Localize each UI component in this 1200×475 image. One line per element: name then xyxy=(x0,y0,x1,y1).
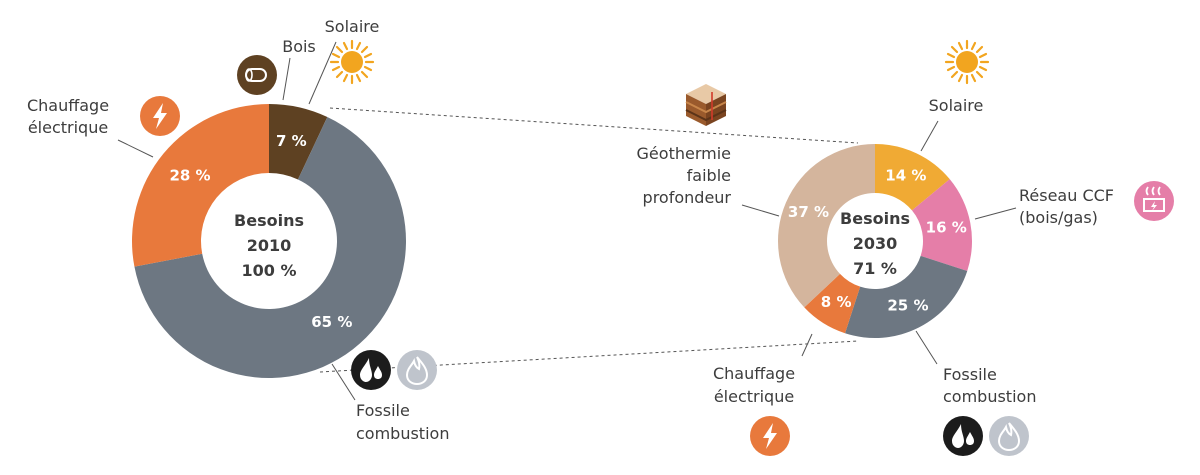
segment-chauffage-electrique xyxy=(132,104,269,267)
center-label-line-2: 2030 xyxy=(853,234,898,253)
donut-chart-2030: 14 % 16 % 25 % 8 % 37 % Besoins 2030 71 % xyxy=(778,144,973,338)
callouts-2030: Solaire Réseau CCF (bois/gas) Géothermie… xyxy=(637,39,1174,457)
label-fossile-2010-line-1: Fossile xyxy=(356,401,410,420)
district-heating-icon xyxy=(1134,181,1174,221)
segment-bois xyxy=(269,104,328,180)
gas-flame-icon xyxy=(988,415,1030,457)
center-label-line-2: 2010 xyxy=(247,236,292,255)
gas-flame-icon xyxy=(396,349,438,391)
label-solaire-2030: Solaire xyxy=(929,96,984,115)
value-label-chauffage-electrique: 28 % xyxy=(169,167,210,185)
donut-segments-2010 xyxy=(132,104,407,378)
label-fossile-2030-line-2: combustion xyxy=(943,387,1036,406)
label-chauffage-2030-line-1: Chauffage xyxy=(713,364,795,383)
value-label-solaire: 14 % xyxy=(885,166,926,184)
percent-labels-2030: 14 % 16 % 25 % 8 % 37 % xyxy=(788,166,967,314)
sun-icon xyxy=(944,39,990,85)
center-label-line-3: 71 % xyxy=(853,259,897,278)
oil-drop-icon xyxy=(351,350,391,390)
label-bois-2010: Bois xyxy=(282,37,316,56)
label-solaire-2010: Solaire xyxy=(325,17,380,36)
center-label-line-1: Besoins xyxy=(234,211,304,230)
wood-log-icon xyxy=(237,55,277,95)
segment-fossile-combustion xyxy=(134,117,407,378)
value-label-chauffage-electrique: 8 % xyxy=(821,293,852,311)
segment-reseau-ccf-bois-gas xyxy=(911,179,973,271)
callouts-2010: Solaire Bois Chauffage électrique Fossil… xyxy=(27,17,450,443)
segment-fossile-combustion xyxy=(845,255,968,338)
center-label-line-3: 100 % xyxy=(242,261,297,280)
label-geothermie-2030-line-3: profondeur xyxy=(643,188,732,207)
oil-drop-icon xyxy=(943,416,983,456)
donut-segments-2030 xyxy=(778,144,973,338)
label-geothermie-2030-line-1: Géothermie xyxy=(637,144,731,163)
label-reseau-2030-line-1: Réseau CCF xyxy=(1019,186,1114,205)
label-geothermie-2030-line-2: faible xyxy=(687,166,731,185)
sun-icon xyxy=(329,39,375,85)
label-reseau-2030-line-2: (bois/gas) xyxy=(1019,208,1098,227)
value-label-reseau-ccf-bois-gas: 16 % xyxy=(926,218,967,236)
donut-chart-2010: 7 % 65 % 28 % Besoins 2010 100 % xyxy=(132,104,407,378)
segment-solaire xyxy=(875,144,950,211)
label-fossile-2030-line-1: Fossile xyxy=(943,365,997,384)
value-label-bois: 7 % xyxy=(276,132,307,150)
connector-lines xyxy=(319,107,859,373)
lightning-icon xyxy=(750,416,790,456)
segment-chauffage-electrique xyxy=(804,273,861,334)
lightning-icon xyxy=(140,96,180,136)
label-fossile-2010-line-2: combustion xyxy=(356,424,449,443)
value-label-fossile-combustion: 25 % xyxy=(887,297,928,315)
label-chauffage-2010-line-1: Chauffage xyxy=(27,96,109,115)
value-label-fossile-combustion: 65 % xyxy=(311,313,352,331)
value-label-geothermie-faible-profondeur: 37 % xyxy=(788,203,829,221)
percent-labels-2010: 7 % 65 % 28 % xyxy=(169,132,352,331)
center-label-line-1: Besoins xyxy=(840,209,910,228)
label-chauffage-2010-line-2: électrique xyxy=(28,118,108,137)
label-chauffage-2030-line-2: électrique xyxy=(714,387,794,406)
segment-geothermie-faible-profondeur xyxy=(778,144,875,308)
geothermal-icon xyxy=(685,84,727,126)
